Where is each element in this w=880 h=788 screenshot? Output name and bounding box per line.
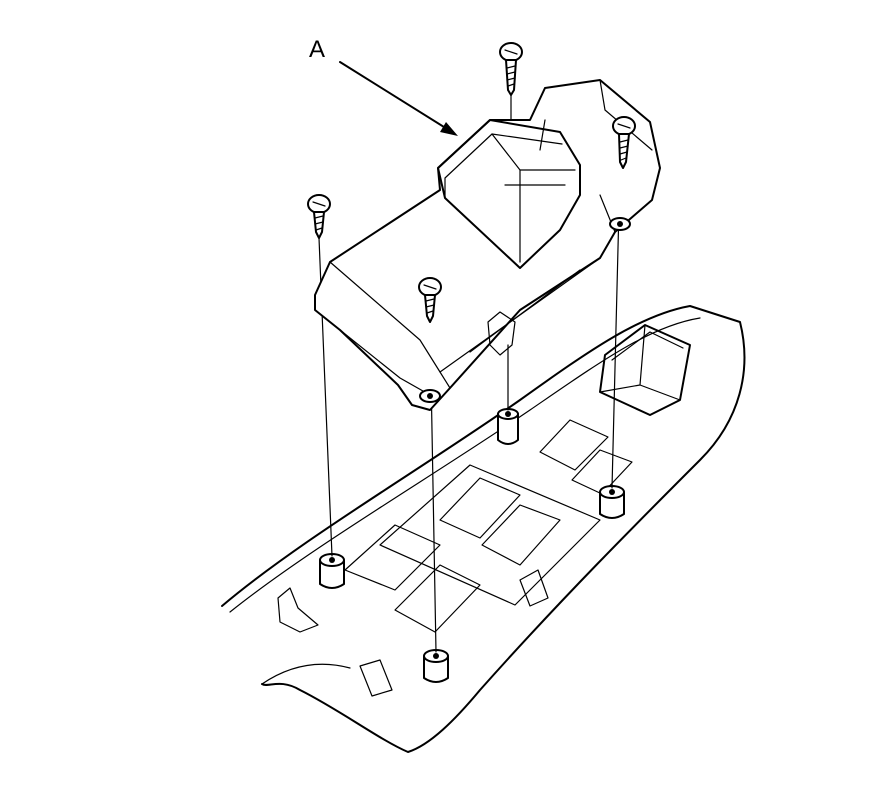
screw-boss-center-front <box>423 649 449 683</box>
callout-label-a: A <box>309 36 326 63</box>
screw-boss-right <box>599 485 625 519</box>
armrest-trim-panel <box>221 305 746 753</box>
screw-top <box>499 42 523 96</box>
screw-left <box>307 194 331 239</box>
screw-right <box>612 116 636 169</box>
callout-a-leader <box>339 61 458 136</box>
screw-boss-center-rear <box>497 408 519 445</box>
screw-center <box>418 277 442 323</box>
screw-boss-left <box>319 553 345 589</box>
power-window-master-switch-assembly <box>314 79 661 411</box>
